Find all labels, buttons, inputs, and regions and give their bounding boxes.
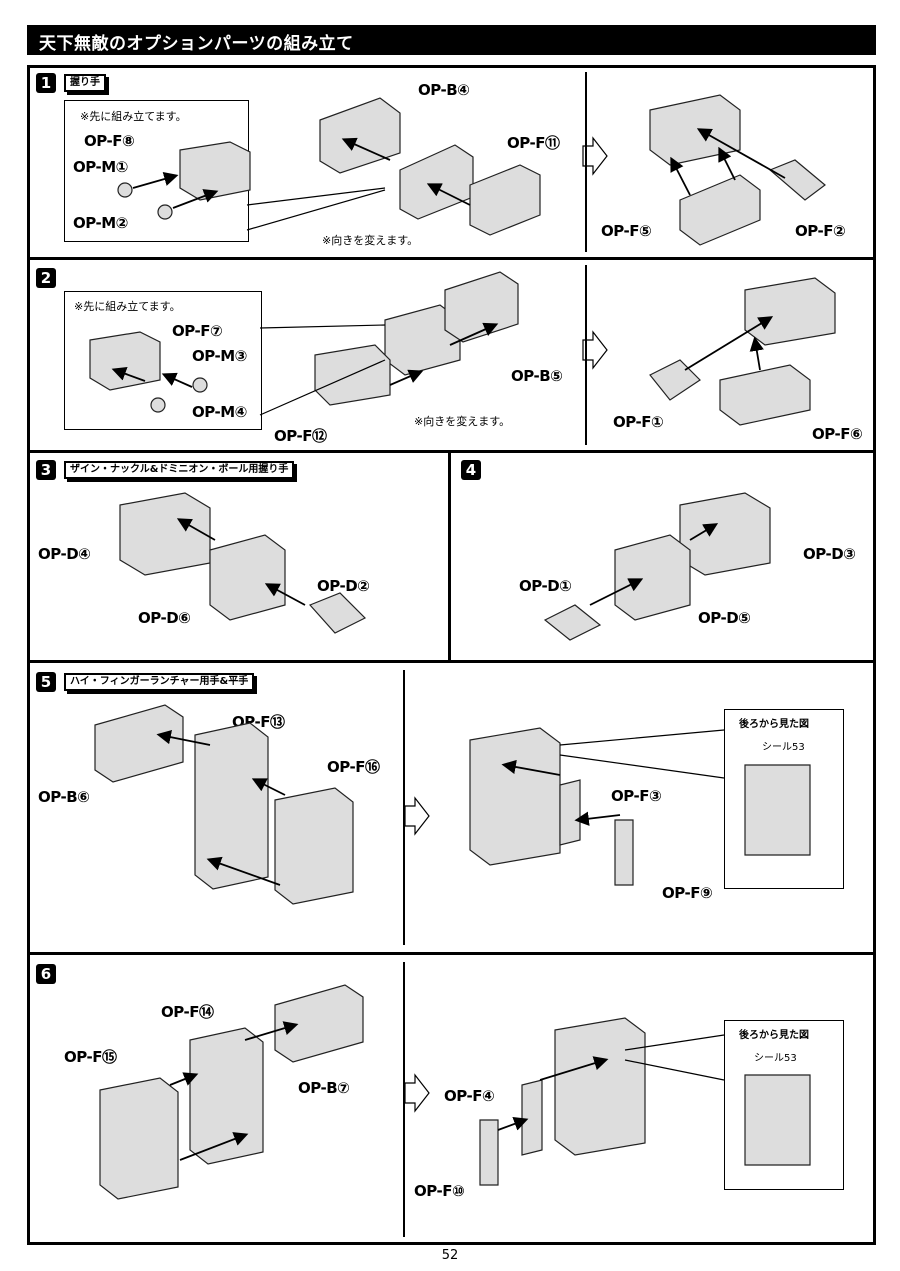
part-label: OP-F⑧ — [84, 132, 135, 150]
step-2-number: 2 — [36, 268, 56, 288]
pre-assembly-note: ※先に組み立てます。 — [74, 300, 181, 313]
part-label: OP-F⑫ — [274, 427, 327, 445]
step-1-number: 1 — [36, 73, 56, 93]
part-label: OP-F⑪ — [507, 134, 560, 152]
part-label: OP-M② — [73, 214, 128, 232]
part-label: OP-M④ — [192, 403, 247, 421]
page-number: 52 — [441, 1248, 459, 1263]
part-label: OP-F⑭ — [161, 1003, 214, 1021]
sticker-label: シール53 — [754, 1053, 797, 1064]
part-label: OP-F⑮ — [64, 1048, 117, 1066]
part-label: OP-M① — [73, 158, 128, 176]
step-4-number: 4 — [461, 460, 481, 480]
part-label: OP-F⑦ — [172, 322, 223, 340]
rear-view-title: 後ろから見た図 — [739, 719, 809, 730]
part-label: OP-F⑥ — [812, 425, 863, 443]
part-label: OP-F④ — [444, 1087, 495, 1105]
divider — [27, 450, 876, 453]
part-label: OP-B⑥ — [38, 788, 90, 806]
part-label: OP-D④ — [38, 545, 91, 563]
part-label: OP-F⑯ — [327, 758, 380, 776]
part-label: OP-F⑩ — [414, 1182, 465, 1200]
page-title: 天下無敵のオプションパーツの組み立て — [39, 34, 354, 54]
divider — [27, 257, 876, 260]
part-label: OP-F② — [795, 222, 846, 240]
divider — [27, 660, 876, 663]
part-label: OP-F⑨ — [662, 884, 713, 902]
part-label: OP-F③ — [611, 787, 662, 805]
step-3-number: 3 — [36, 460, 56, 480]
orientation-note: ※向きを変えます。 — [414, 415, 511, 428]
part-label: OP-B⑤ — [511, 367, 563, 385]
divider — [585, 72, 587, 252]
part-label: OP-B④ — [418, 81, 470, 99]
instructions-frame — [27, 65, 876, 1245]
step-5-number: 5 — [36, 672, 56, 692]
step-1-label: 握り手 — [64, 74, 106, 92]
part-label: OP-B⑦ — [298, 1079, 350, 1097]
orientation-note: ※向きを変えます。 — [322, 234, 419, 247]
divider — [585, 265, 587, 445]
part-label: OP-D⑥ — [138, 609, 191, 627]
part-label: OP-D① — [519, 577, 572, 595]
title-bar: 天下無敵のオプションパーツの組み立て — [27, 25, 876, 55]
sticker-label: シール53 — [762, 742, 805, 753]
part-label: OP-D⑤ — [698, 609, 751, 627]
pre-assembly-note: ※先に組み立てます。 — [80, 110, 187, 123]
step-5-label: ハイ・フィンガーランチャー用手&平手 — [64, 673, 255, 691]
part-label: OP-M③ — [192, 347, 247, 365]
divider — [27, 952, 876, 955]
divider — [403, 670, 405, 945]
step-6-number: 6 — [36, 964, 56, 984]
part-label: OP-D③ — [803, 545, 856, 563]
part-label: OP-F① — [613, 413, 664, 431]
rear-view-title: 後ろから見た図 — [739, 1030, 809, 1041]
divider — [448, 450, 451, 662]
step-3-label: ザイン・ナックル&ドミニオン・ボール用握り手 — [64, 461, 295, 479]
part-label: OP-D② — [317, 577, 370, 595]
divider — [403, 962, 405, 1237]
part-label: OP-F⑤ — [601, 222, 652, 240]
